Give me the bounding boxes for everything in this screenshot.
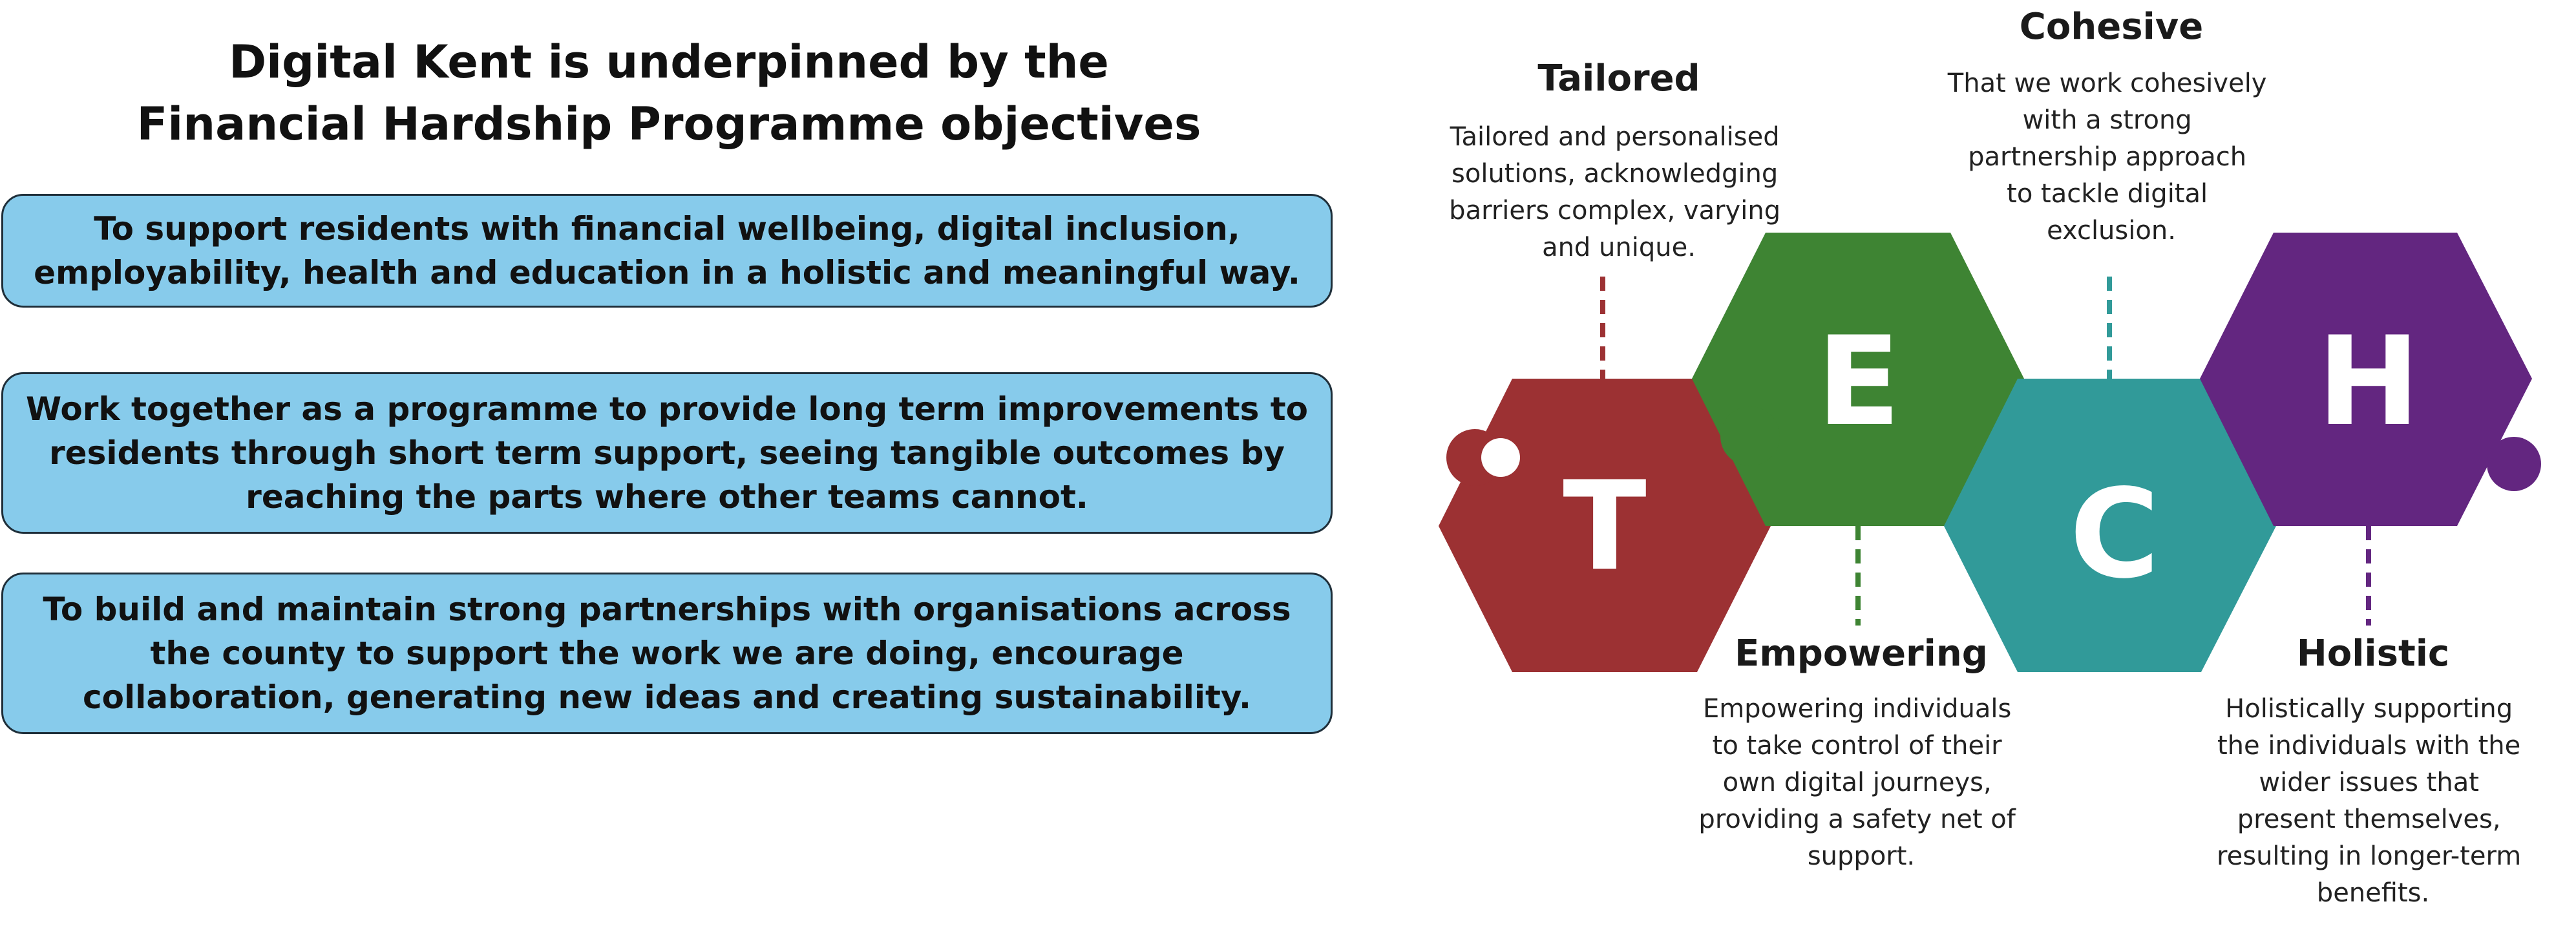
desc-tailored-line: solutions, acknowledging <box>1452 159 1778 189</box>
desc-cohesive-line: partnership approach <box>1968 142 2246 172</box>
desc-cohesive-line: That we work cohesively <box>1947 68 2267 98</box>
heading-empowering: Empowering <box>1735 633 1988 675</box>
desc-empowering: Empowering individuals to take control o… <box>1698 694 2023 871</box>
hexagon-cohesive <box>1944 379 2276 672</box>
heading-tailored: Tailored <box>1537 58 1700 100</box>
desc-cohesive-line: with a strong <box>2023 105 2192 135</box>
desc-holistic-line: present themselves, <box>2237 805 2501 834</box>
desc-empowering-line: support. <box>1808 841 1915 871</box>
desc-cohesive: That we work cohesively with a strong pa… <box>1947 68 2275 246</box>
desc-empowering-line: to take control of their <box>1713 731 2003 761</box>
knob-holistic <box>2487 437 2541 491</box>
objective-box-2: Work together as a programme to provide … <box>1 372 1333 534</box>
desc-tailored-line: barriers complex, varying <box>1449 196 1780 226</box>
letter-e: E <box>1817 310 1901 453</box>
hexagon-tailored <box>1439 379 1771 672</box>
title-line-2: Financial Hardship Programme objectives <box>136 98 1201 151</box>
letter-h: H <box>2317 310 2420 453</box>
hexagon-holistic <box>2200 233 2532 526</box>
desc-holistic-line: benefits. <box>2317 878 2429 908</box>
objective-box-3: To build and maintain strong partnership… <box>1 573 1333 734</box>
hexagon-empowering <box>1692 233 2024 526</box>
desc-tailored: Tailored and personalised solutions, ack… <box>1449 122 1789 262</box>
piece-tailored: T <box>1439 379 1771 672</box>
desc-holistic-line: wider issues that <box>2259 768 2479 797</box>
title-line-1: Digital Kent is underpinned by the <box>229 36 1109 89</box>
notch-tailored <box>1481 438 1520 477</box>
desc-holistic: Holistically supporting the individuals … <box>2217 694 2529 908</box>
desc-tailored-line: and unique. <box>1542 233 1696 262</box>
desc-cohesive-line: to tackle digital <box>2007 179 2208 209</box>
desc-tailored-line: Tailored and personalised <box>1450 122 1780 152</box>
desc-empowering-line: providing a safety net of <box>1698 805 2016 834</box>
desc-empowering-line: own digital journeys, <box>1723 768 1992 797</box>
page-title: Digital Kent is underpinned by the Finan… <box>129 31 1209 155</box>
heading-cohesive: Cohesive <box>2020 6 2203 48</box>
piece-empowering: E <box>1692 233 2031 526</box>
desc-empowering-line: Empowering individuals <box>1703 694 2011 724</box>
piece-holistic: H <box>2200 233 2541 526</box>
letter-c: C <box>2069 463 2159 605</box>
desc-cohesive-line: exclusion. <box>2047 216 2176 246</box>
desc-holistic-line: Holistically supporting <box>2225 694 2513 724</box>
heading-holistic: Holistic <box>2297 633 2449 675</box>
objective-box-1: To support residents with financial well… <box>1 194 1333 308</box>
desc-holistic-line: the individuals with the <box>2217 731 2520 761</box>
knob-empowering <box>1720 406 1780 466</box>
desc-holistic-line: resulting in longer-term <box>2217 841 2521 871</box>
letter-t: T <box>1563 455 1647 598</box>
